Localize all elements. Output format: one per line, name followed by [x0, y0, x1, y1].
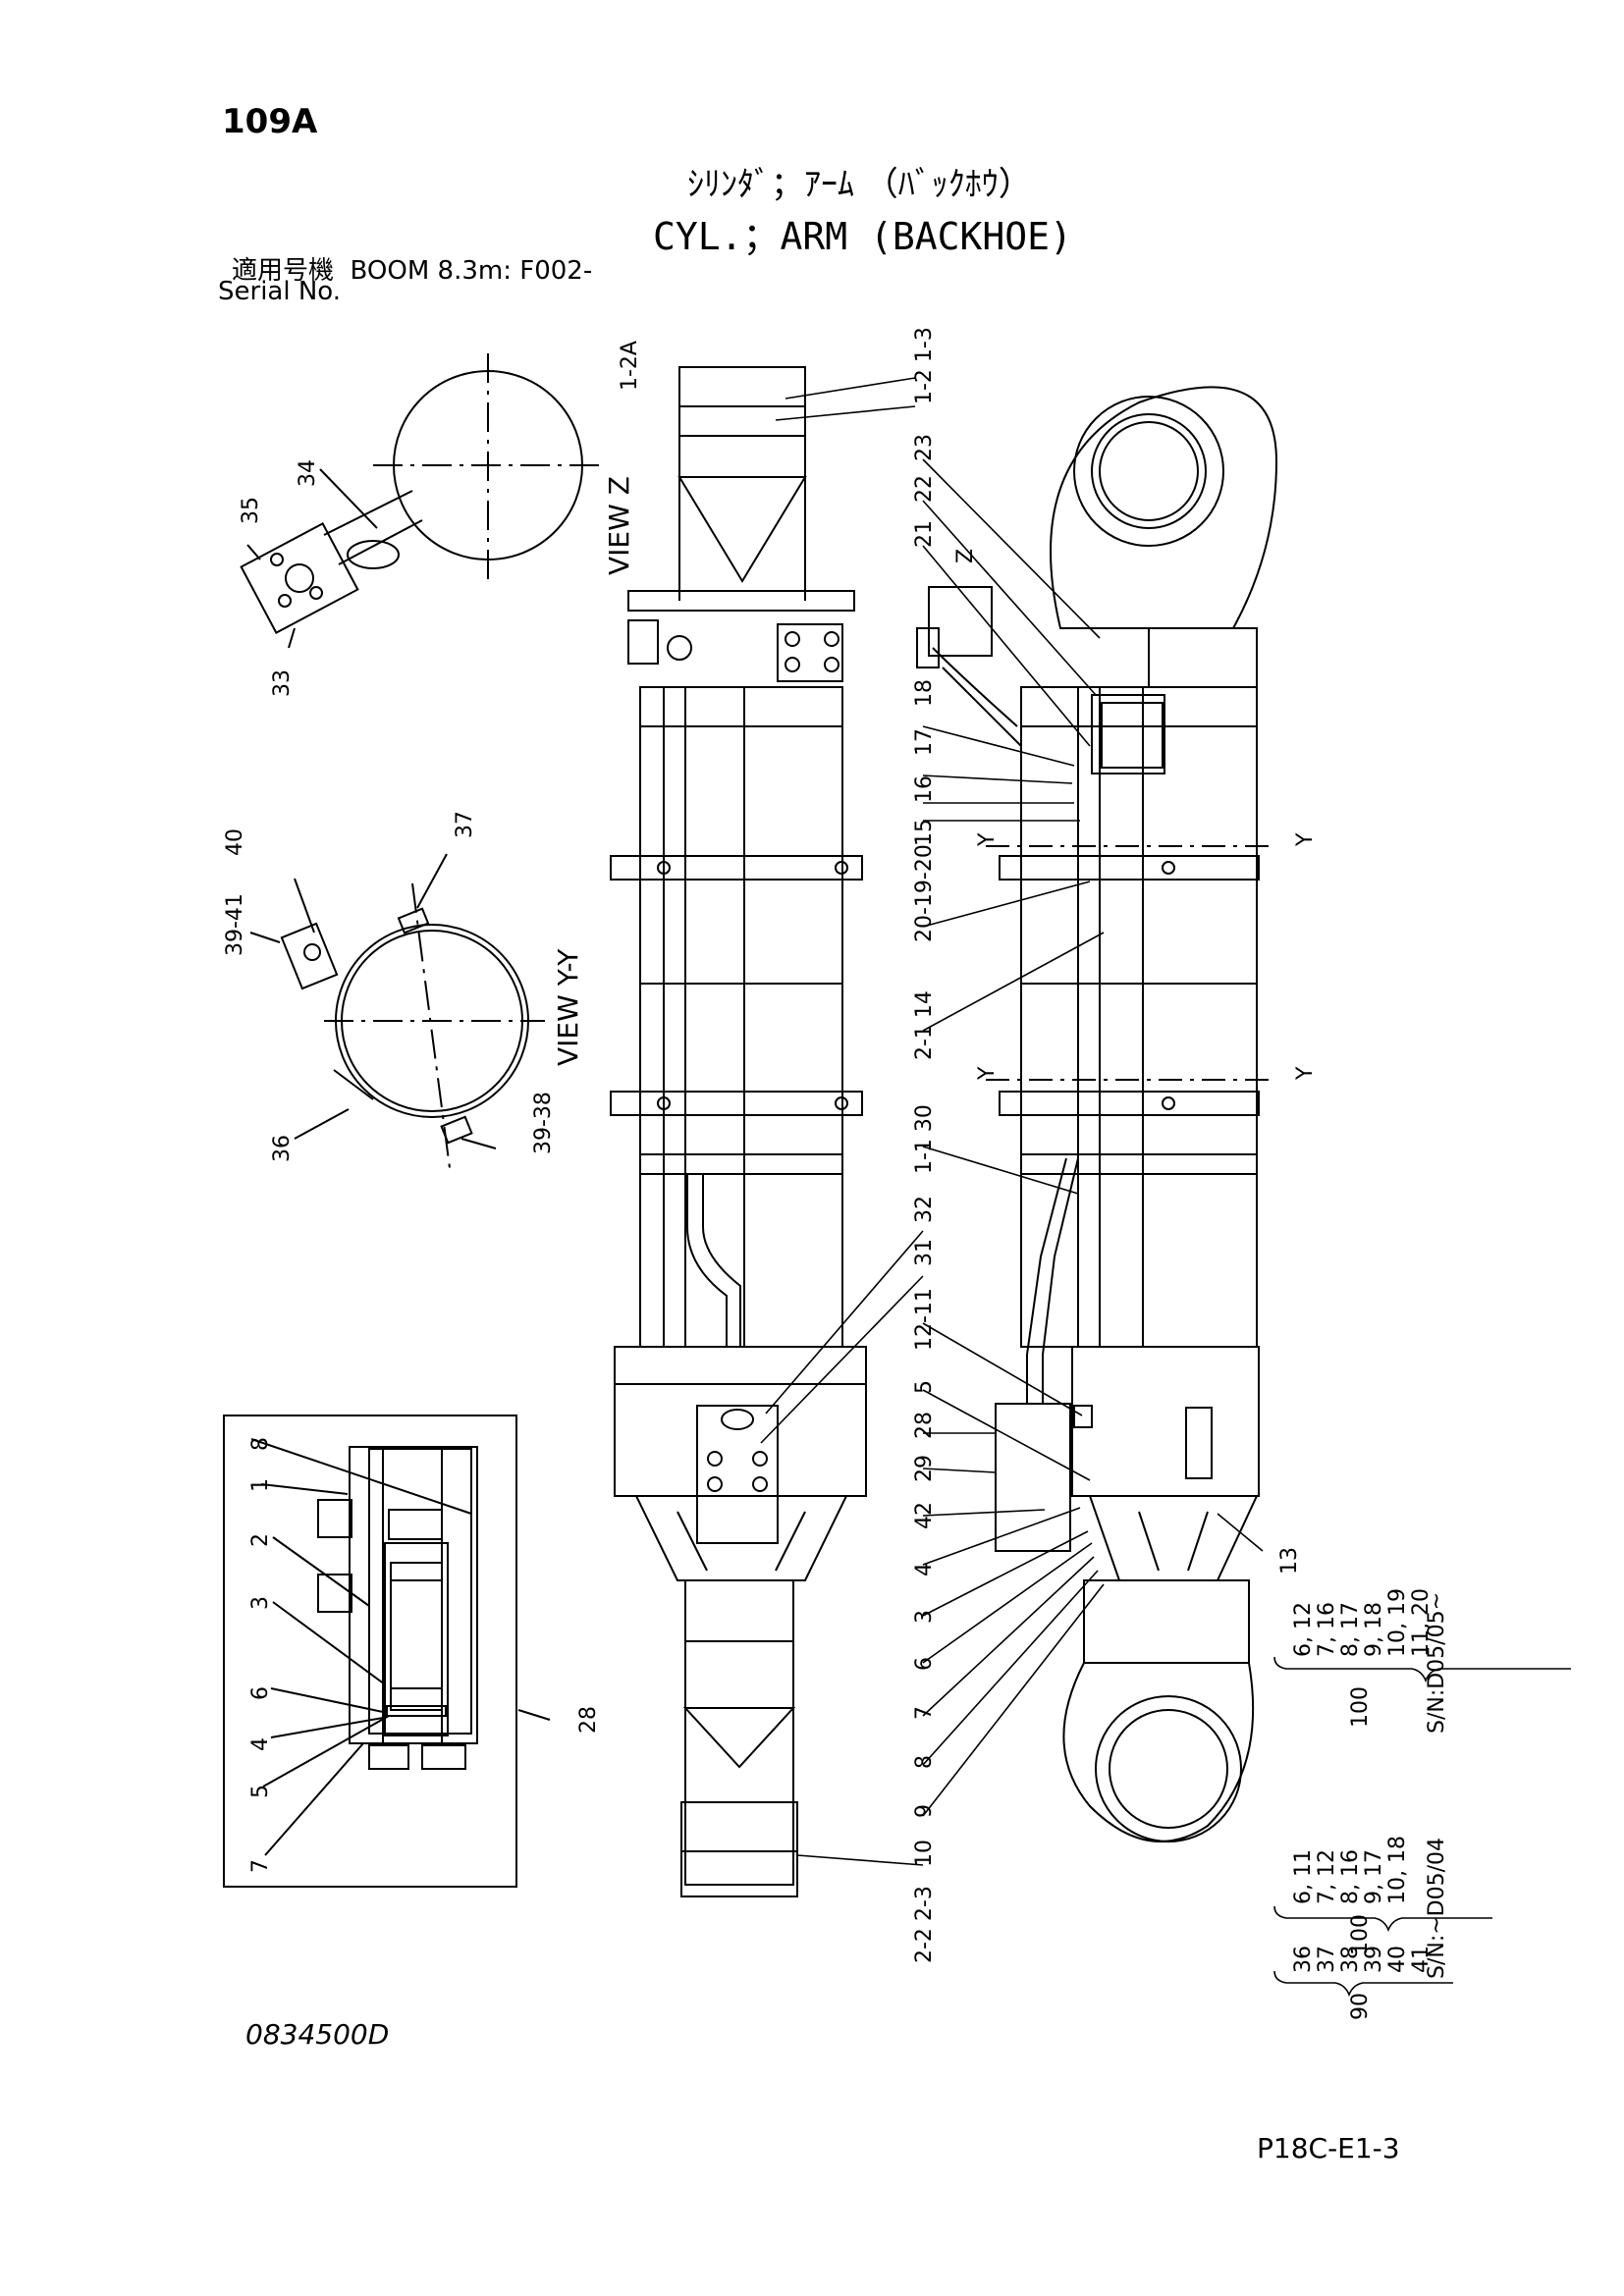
detail-callout-5: 5	[248, 1785, 273, 1798]
callout-6: 6	[912, 1657, 937, 1671]
kit-90-row-3: 38	[1338, 1946, 1363, 1973]
section-y-left-1: Y	[975, 832, 1000, 847]
callout-1-2-1-3: 1-2 1-3	[912, 327, 937, 404]
view-z-detail	[240, 353, 599, 649]
view-z-label: VIEW Z	[603, 476, 635, 575]
callout-15: 15	[912, 819, 937, 846]
kit-new-row-3: 8, 17	[1338, 1602, 1363, 1657]
cylinder-front-view	[916, 386, 1278, 1842]
callout-8: 8	[912, 1755, 937, 1769]
kit-90-row-5: 40	[1385, 1946, 1410, 1973]
title-japanese: ｼﾘﾝﾀﾞ；ｱｰﾑ （ﾊﾞｯｸﾎｳ）	[687, 165, 1032, 204]
page-number: 109A	[222, 102, 318, 141]
kit-new-row-1: 6, 12	[1291, 1602, 1316, 1657]
kit-old-qty: 100	[1348, 1914, 1373, 1955]
kit-old-row-5: 10, 18	[1385, 1836, 1410, 1904]
section-y-right-1: Y	[1293, 832, 1318, 847]
callout-35: 35	[239, 497, 263, 524]
kit-new-serial: S/N:D05/05~	[1425, 1592, 1449, 1734]
callout-21: 21	[912, 520, 937, 548]
callout-39-41: 39-41	[223, 893, 247, 956]
kit-old-row-3: 8, 16	[1338, 1849, 1363, 1904]
callout-31: 31	[912, 1239, 937, 1266]
detail-callout-1: 1	[248, 1478, 273, 1492]
detail-callout-3: 3	[248, 1596, 273, 1610]
kit-90-row-4: 39	[1362, 1946, 1386, 1973]
z-arrow-marker: Z	[953, 549, 978, 563]
serial-label: Serial No.	[218, 277, 341, 306]
detail-callout-28: 28	[576, 1706, 601, 1734]
drawing-number: 0834500D	[245, 2018, 390, 2051]
callout-18: 18	[912, 679, 937, 707]
detail-callout-8: 8	[248, 1437, 273, 1451]
callout-4: 4	[912, 1563, 937, 1576]
page-reference: P18C-E1-3	[1257, 2132, 1400, 2164]
callout-22: 22	[912, 475, 937, 503]
detail-callout-6: 6	[248, 1686, 273, 1700]
kit-new-row-2: 7, 16	[1315, 1602, 1339, 1657]
section-y-left-2: Y	[975, 1066, 1000, 1081]
view-yy-detail	[249, 853, 545, 1169]
model-value: BOOM 8.3m: F002-	[350, 256, 593, 286]
kit-old-row-2: 7, 12	[1315, 1849, 1339, 1904]
callout-13: 13	[1277, 1547, 1302, 1575]
detail-box	[223, 1415, 551, 1888]
kit-90-row-2: 37	[1315, 1946, 1339, 1973]
kit-old-row-4: 9, 17	[1362, 1849, 1386, 1904]
kit-old-row-1: 6, 11	[1291, 1849, 1316, 1904]
callout-2-2-2-3: 2-2 2-3	[912, 1886, 937, 1963]
kit-new-row-4: 9, 18	[1362, 1602, 1386, 1657]
callout-7: 7	[912, 1706, 937, 1720]
kit-90-row-6: 41	[1409, 1946, 1434, 1973]
callout-29: 29	[912, 1455, 937, 1482]
kit-new-row-5: 10, 19	[1385, 1588, 1410, 1657]
callout-32: 32	[912, 1196, 937, 1223]
kit-90-qty: 90	[1348, 1993, 1373, 2020]
kit-90-row-1: 36	[1291, 1946, 1316, 1973]
detail-callout-4: 4	[248, 1737, 273, 1751]
model-label: 適用号機	[232, 256, 335, 286]
callout-1-2a: 1-2A	[618, 341, 642, 391]
callout-17: 17	[912, 728, 937, 756]
callout-39-38: 39-38	[531, 1092, 556, 1154]
section-y-right-2: Y	[1293, 1066, 1318, 1081]
callout-16: 16	[912, 775, 937, 803]
callout-28: 28	[912, 1412, 937, 1439]
callout-12-11: 12-11	[912, 1288, 937, 1351]
callout-33: 33	[270, 669, 295, 697]
callout-1-1-30: 1-1 30	[912, 1104, 937, 1174]
callout-23: 23	[912, 434, 937, 461]
title-english: CYL.；ARM (BACKHOE)	[653, 215, 1072, 258]
kit-new-row-6: 11, 20	[1409, 1588, 1434, 1657]
detail-callout-7: 7	[248, 1859, 273, 1873]
callout-42: 42	[912, 1502, 937, 1529]
detail-callout-2: 2	[248, 1533, 273, 1547]
section-lines	[986, 845, 1276, 1081]
applicable-model-line: 適用号機 BOOM 8.3m: F002-	[232, 250, 592, 287]
callout-3: 3	[912, 1610, 937, 1624]
callout-37: 37	[453, 811, 477, 838]
callout-2-1-14: 2-1 14	[912, 990, 937, 1060]
callout-10: 10	[912, 1840, 937, 1867]
kit-new-qty: 100	[1348, 1686, 1373, 1728]
cylinder-side-view	[610, 366, 867, 1897]
callout-9: 9	[912, 1804, 937, 1818]
kit-old-serial: S/N:~D05/04	[1425, 1838, 1449, 1979]
callout-34: 34	[296, 459, 320, 487]
callout-5: 5	[912, 1380, 937, 1394]
leader-lines	[760, 377, 1264, 1866]
callout-40: 40	[223, 828, 247, 856]
kit-braces	[1273, 1656, 1571, 1998]
view-yy-label: VIEW Y-Y	[552, 948, 584, 1066]
callout-20-19-20: 20-19-20	[912, 844, 937, 942]
callout-36: 36	[270, 1135, 295, 1162]
